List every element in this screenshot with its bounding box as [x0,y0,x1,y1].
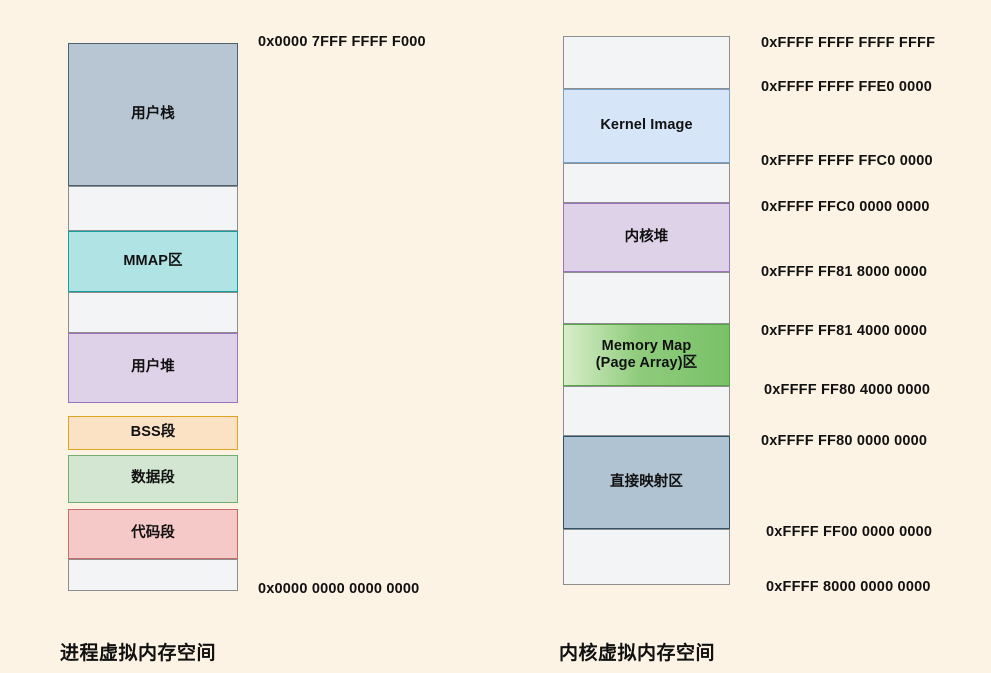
segment-label: 代码段 [131,525,175,542]
segment-mmap: MMAP区 [68,231,238,292]
segment-label: Kernel Image [600,117,693,134]
kernel-segment-memory-map: Memory Map (Page Array)区 [563,324,730,386]
kernel-segment-kernel-image: Kernel Image [563,89,730,163]
segment-label: 内核堆 [624,228,669,245]
segment-bss: BSS段 [68,416,238,450]
segment-user-stack: 用户栈 [68,43,238,186]
segment-data: 数据段 [68,455,238,503]
kernel-memory-column: Kernel Image 内核堆 Memory Map (Page Array)… [563,36,730,585]
kernel-segment-gap-5 [563,529,730,585]
segment-label: MMAP区 [123,252,183,269]
kernel-segment-kernel-heap: 内核堆 [563,203,730,272]
kernel-segment-direct-mapping: 直接映射区 [563,436,730,529]
kernel-address-4: 0xFFFF FF81 8000 0000 [761,264,928,280]
kernel-segment-gap-3 [563,272,730,324]
segment-label: 数据段 [131,470,175,487]
process-bottom-address: 0x0000 0000 0000 0000 [258,581,420,597]
segment-label: 用户栈 [131,105,175,122]
kernel-address-3: 0xFFFF FFC0 0000 0000 [761,199,930,215]
kernel-address-6: 0xFFFF FF80 4000 0000 [764,382,931,398]
kernel-address-7: 0xFFFF FF80 0000 0000 [761,433,928,449]
process-top-address: 0x0000 7FFF FFFF F000 [258,34,426,50]
segment-gap-1 [68,186,238,231]
kernel-segment-gap-1 [563,36,730,89]
segment-user-heap: 用户堆 [68,333,238,403]
kernel-address-8: 0xFFFF FF00 0000 0000 [766,524,933,540]
kernel-address-5: 0xFFFF FF81 4000 0000 [761,323,928,339]
segment-code: 代码段 [68,509,238,559]
kernel-address-0: 0xFFFF FFFF FFFF FFFF [761,35,936,51]
segment-label: BSS段 [130,424,176,441]
segment-label: Memory Map (Page Array)区 [595,337,698,371]
kernel-space-caption: 内核虚拟内存空间 [559,643,716,664]
segment-gap-2 [68,292,238,333]
segment-label: 直接映射区 [610,473,683,490]
segment-label: 用户堆 [131,359,175,376]
kernel-address-1: 0xFFFF FFFF FFE0 0000 [761,79,932,95]
process-memory-column: 用户栈 MMAP区 用户堆 BSS段 数据段 代码段 [68,43,238,591]
process-space-caption: 进程虚拟内存空间 [60,643,217,664]
segment-gap-3 [68,559,238,591]
kernel-address-9: 0xFFFF 8000 0000 0000 [766,579,931,595]
kernel-segment-gap-2 [563,163,730,203]
kernel-segment-gap-4 [563,386,730,436]
kernel-address-2: 0xFFFF FFFF FFC0 0000 [761,153,933,169]
